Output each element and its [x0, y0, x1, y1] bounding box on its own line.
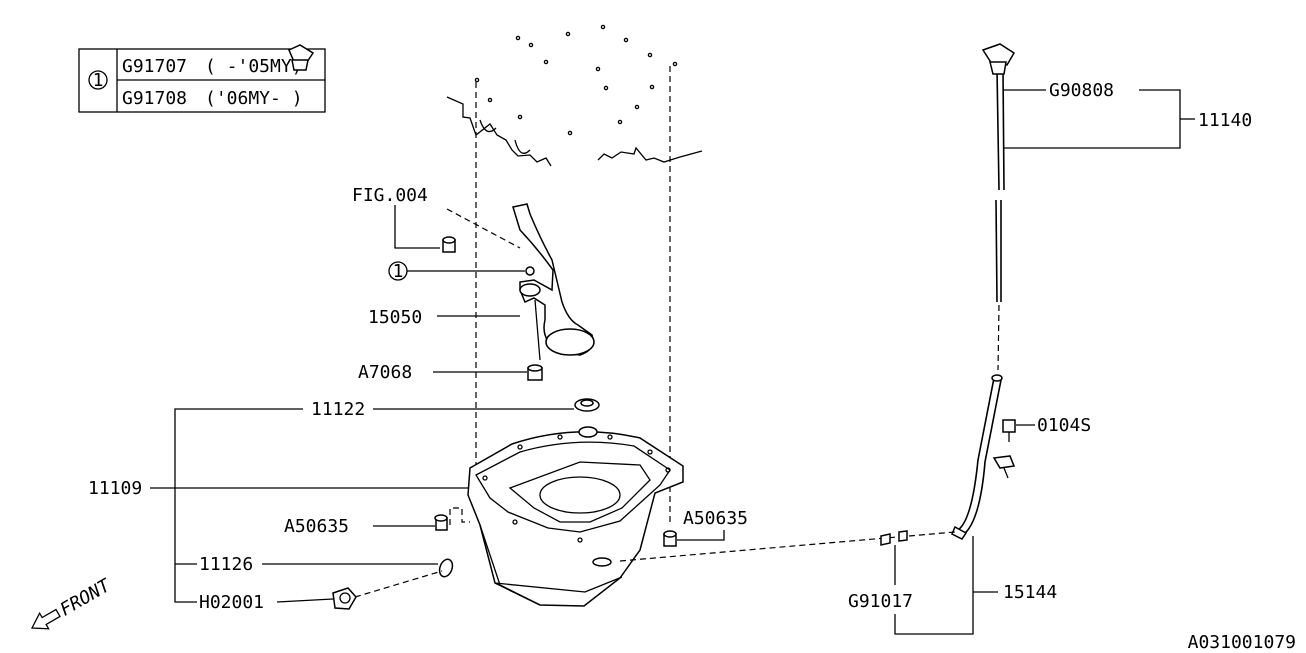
legend-symbol-circle	[88, 70, 108, 90]
oil-pan-part	[467, 431, 684, 607]
drain-plug-h02001	[332, 570, 443, 610]
gauge-cap	[989, 61, 1007, 75]
bolt-a50635-right	[663, 530, 677, 547]
legend-symbol: 1	[93, 70, 104, 91]
figure-id: A031001079	[1188, 632, 1296, 653]
label-11109: 11109	[88, 478, 142, 499]
label-11126: 11126	[199, 554, 253, 575]
label-ref-symbol: 1	[393, 261, 404, 282]
label-11122: 11122	[311, 399, 365, 420]
label-g91017: G91017	[848, 591, 913, 612]
front-label: FRONT	[56, 575, 114, 621]
callout-ref-circle	[388, 261, 408, 281]
legend-row-2-part: G91708	[122, 88, 187, 109]
label-a7068: A7068	[358, 362, 412, 383]
bolt-a50635-left	[434, 507, 470, 531]
o-ring-1	[525, 266, 535, 276]
engine-block-outline	[446, 24, 703, 167]
front-arrow: FRONT	[30, 575, 115, 630]
label-a50635-left: A50635	[284, 516, 349, 537]
label-15144: 15144	[1003, 582, 1057, 603]
label-11140: 11140	[1198, 110, 1252, 131]
label-g90808: G90808	[1049, 80, 1114, 101]
nut-a7068	[527, 364, 543, 381]
oil-level-gauge	[288, 44, 1005, 371]
label-0104s: 0104S	[1037, 415, 1091, 436]
label-fig-004: FIG.004	[352, 185, 428, 206]
legend-row-1-part: G91707	[122, 56, 187, 77]
gasket-11126	[438, 558, 454, 578]
label-h02001: H02001	[199, 592, 264, 613]
bracket-bolt	[442, 208, 521, 253]
oil-strainer-part	[512, 203, 595, 361]
label-15050: 15050	[368, 307, 422, 328]
engine-block-bolt-holes	[474, 24, 678, 136]
legend-table: 1 G91707 ( -'05MY) G91708 ('06MY- )	[78, 48, 326, 113]
leader-lines	[150, 89, 1195, 635]
grommet-11122	[574, 398, 600, 438]
legend-row-1-range: ( -'05MY)	[205, 56, 303, 77]
label-a50635-right: A50635	[683, 508, 748, 529]
legend-row-2-range: ('06MY- )	[205, 88, 303, 109]
clip-g91017	[880, 530, 908, 546]
